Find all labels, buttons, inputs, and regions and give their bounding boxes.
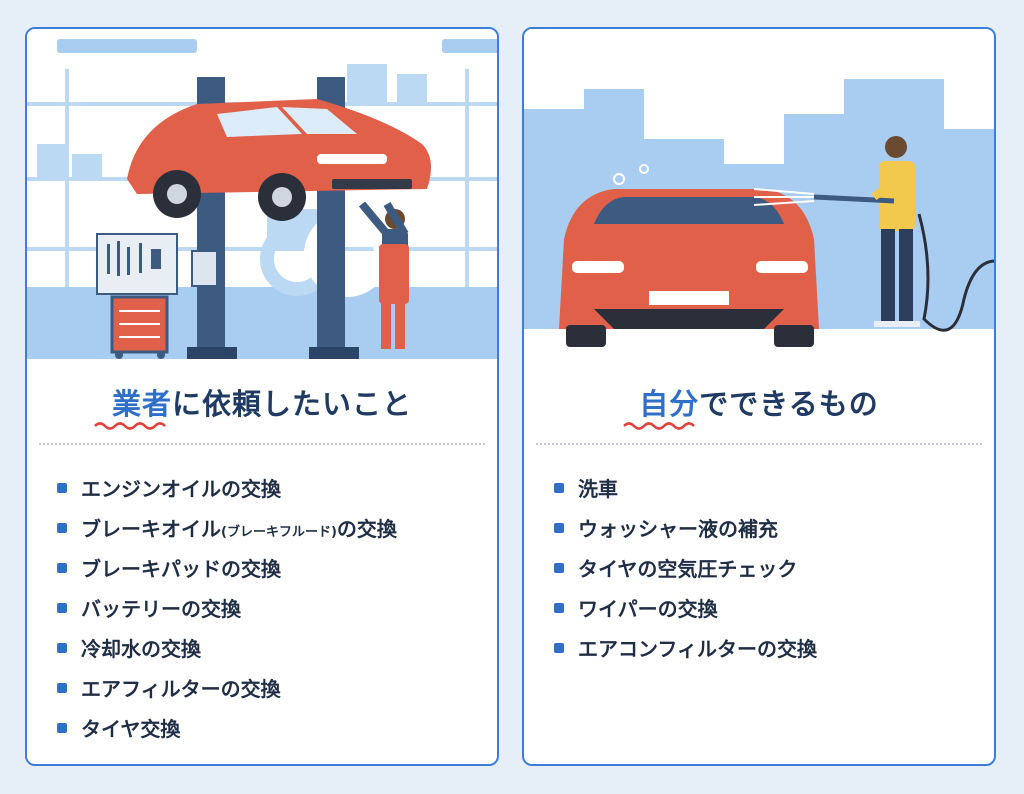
- bullet-icon: [57, 683, 67, 693]
- right-item-list: 洗車 ウォッシャー液の補充 タイヤの空気圧チェック ワイパーの交換 エアコンフィ…: [554, 469, 817, 669]
- bullet-icon: [554, 603, 564, 613]
- list-item: バッテリーの交換: [57, 589, 397, 629]
- list-item: 洗車: [554, 469, 817, 509]
- garage-illustration: [27, 29, 497, 359]
- panel-right: 自分でできるもの 洗車 ウォッシャー液の補充 タイヤの空気圧チェック ワイパーの…: [522, 27, 996, 766]
- list-item: エアコンフィルターの交換: [554, 629, 817, 669]
- bullet-icon: [57, 483, 67, 493]
- bullet-icon: [554, 643, 564, 653]
- left-heading: 業者に依頼したいこと: [27, 381, 497, 423]
- bullet-icon: [57, 643, 67, 653]
- panel-left: 業者に依頼したいこと エンジンオイルの交換 ブレーキオイル(ブレーキフルード)の…: [25, 27, 499, 766]
- list-item: 冷却水の交換: [57, 629, 397, 669]
- divider: [536, 443, 982, 445]
- list-item: エンジンオイルの交換: [57, 469, 397, 509]
- list-item: ブレーキオイル(ブレーキフルード)の交換: [57, 509, 397, 549]
- bullet-icon: [554, 483, 564, 493]
- left-item-list: エンジンオイルの交換 ブレーキオイル(ブレーキフルード)の交換 ブレーキパッドの…: [57, 469, 397, 749]
- bullet-icon: [57, 723, 67, 733]
- car-wash-illustration: [524, 29, 994, 359]
- bullet-icon: [57, 563, 67, 573]
- bullet-icon: [57, 523, 67, 533]
- wave-underline-icon: [94, 422, 166, 430]
- wave-underline-icon: [623, 422, 695, 430]
- bullet-icon: [57, 603, 67, 613]
- list-item: ブレーキパッドの交換: [57, 549, 397, 589]
- bullet-icon: [554, 523, 564, 533]
- left-heading-rest: に依頼したいこと: [172, 387, 413, 421]
- list-item: エアフィルターの交換: [57, 669, 397, 709]
- divider: [39, 443, 485, 445]
- right-heading-rest: でできるもの: [699, 387, 879, 421]
- right-heading: 自分でできるもの: [524, 381, 994, 423]
- left-heading-highlight: 業者: [111, 387, 172, 421]
- right-heading-highlight: 自分: [639, 387, 700, 421]
- bullet-icon: [554, 563, 564, 573]
- list-item: タイヤの空気圧チェック: [554, 549, 817, 589]
- list-item: ワイパーの交換: [554, 589, 817, 629]
- list-item: タイヤ交換: [57, 709, 397, 749]
- list-item: ウォッシャー液の補充: [554, 509, 817, 549]
